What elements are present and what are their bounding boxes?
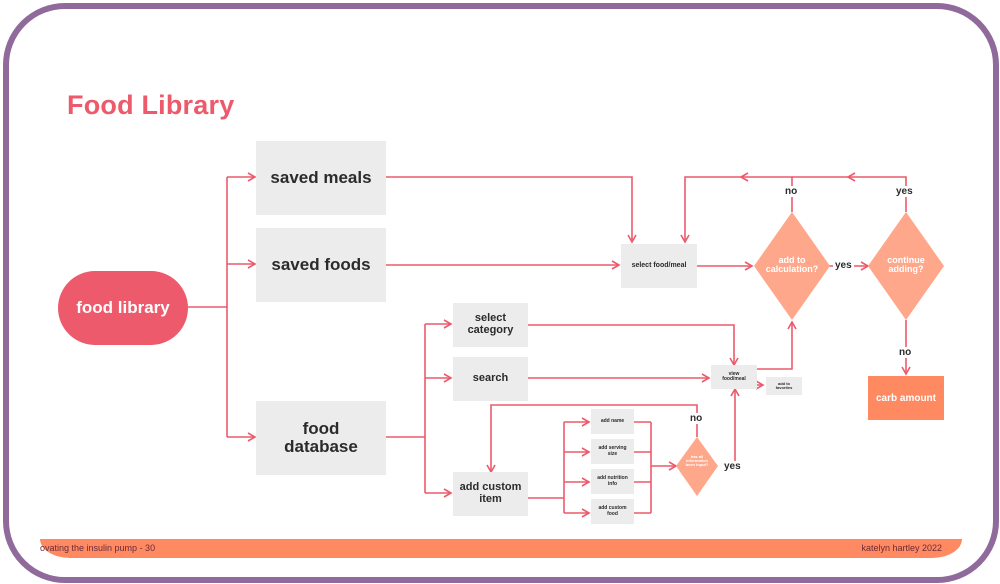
decision-add-to-calculation-label: add to calculation? bbox=[765, 255, 819, 274]
edge-continue-yes-loop bbox=[792, 176, 907, 212]
add-name-node: add name bbox=[591, 409, 634, 434]
edge-label-calc-yes: yes bbox=[833, 260, 854, 271]
add-nutrition-info-node: add nutrition info bbox=[591, 469, 634, 494]
search-node: search bbox=[453, 357, 528, 401]
arrow-loop-1 bbox=[739, 172, 749, 182]
edge-label-continue-no: no bbox=[897, 347, 914, 358]
edge-label-calc-no: no bbox=[783, 186, 800, 197]
edge-label-info-yes: yes bbox=[722, 461, 743, 472]
decision-has-all-info-label: has all information been input? bbox=[685, 454, 709, 467]
saved-meals-node: saved meals bbox=[256, 141, 386, 215]
decision-add-to-calculation bbox=[754, 212, 830, 320]
saved-foods-node: saved foods bbox=[256, 228, 386, 302]
page-title: Food Library bbox=[67, 90, 235, 120]
select-category-node: select category bbox=[453, 303, 528, 347]
add-serving-size-node: add serving size bbox=[591, 439, 634, 464]
footer-left-text: ovating the insulin pump - 30 bbox=[40, 543, 156, 553]
edge-category-to-view bbox=[528, 324, 739, 367]
footer-bar bbox=[40, 539, 962, 558]
edge-label-info-no: no bbox=[688, 413, 705, 424]
arrow-loop-2 bbox=[846, 172, 856, 182]
edge-view-to-calc bbox=[757, 320, 797, 370]
add-to-favorites-node: add to favorites bbox=[766, 377, 802, 395]
food-database-node: food database bbox=[256, 401, 386, 475]
food-library-start-node: food library bbox=[58, 271, 188, 345]
decision-continue-adding bbox=[868, 212, 944, 320]
footer-right-text: katelyn hartley 2022 bbox=[861, 543, 942, 553]
select-food-meal-node: select food/meal bbox=[621, 244, 697, 288]
decision-has-all-info bbox=[676, 437, 718, 496]
edge-calc-no-loop bbox=[680, 176, 793, 244]
edge-label-continue-yes: yes bbox=[894, 186, 915, 197]
decision-continue-adding-label: continue adding? bbox=[887, 255, 925, 274]
add-custom-food-node: add custom food bbox=[591, 499, 634, 524]
carb-amount-node: carb amount bbox=[868, 376, 944, 420]
view-food-meal-node: view food/meal bbox=[711, 365, 757, 389]
edge-saved-meals-to-select bbox=[386, 176, 637, 244]
add-custom-item-node: add custom item bbox=[453, 472, 528, 516]
